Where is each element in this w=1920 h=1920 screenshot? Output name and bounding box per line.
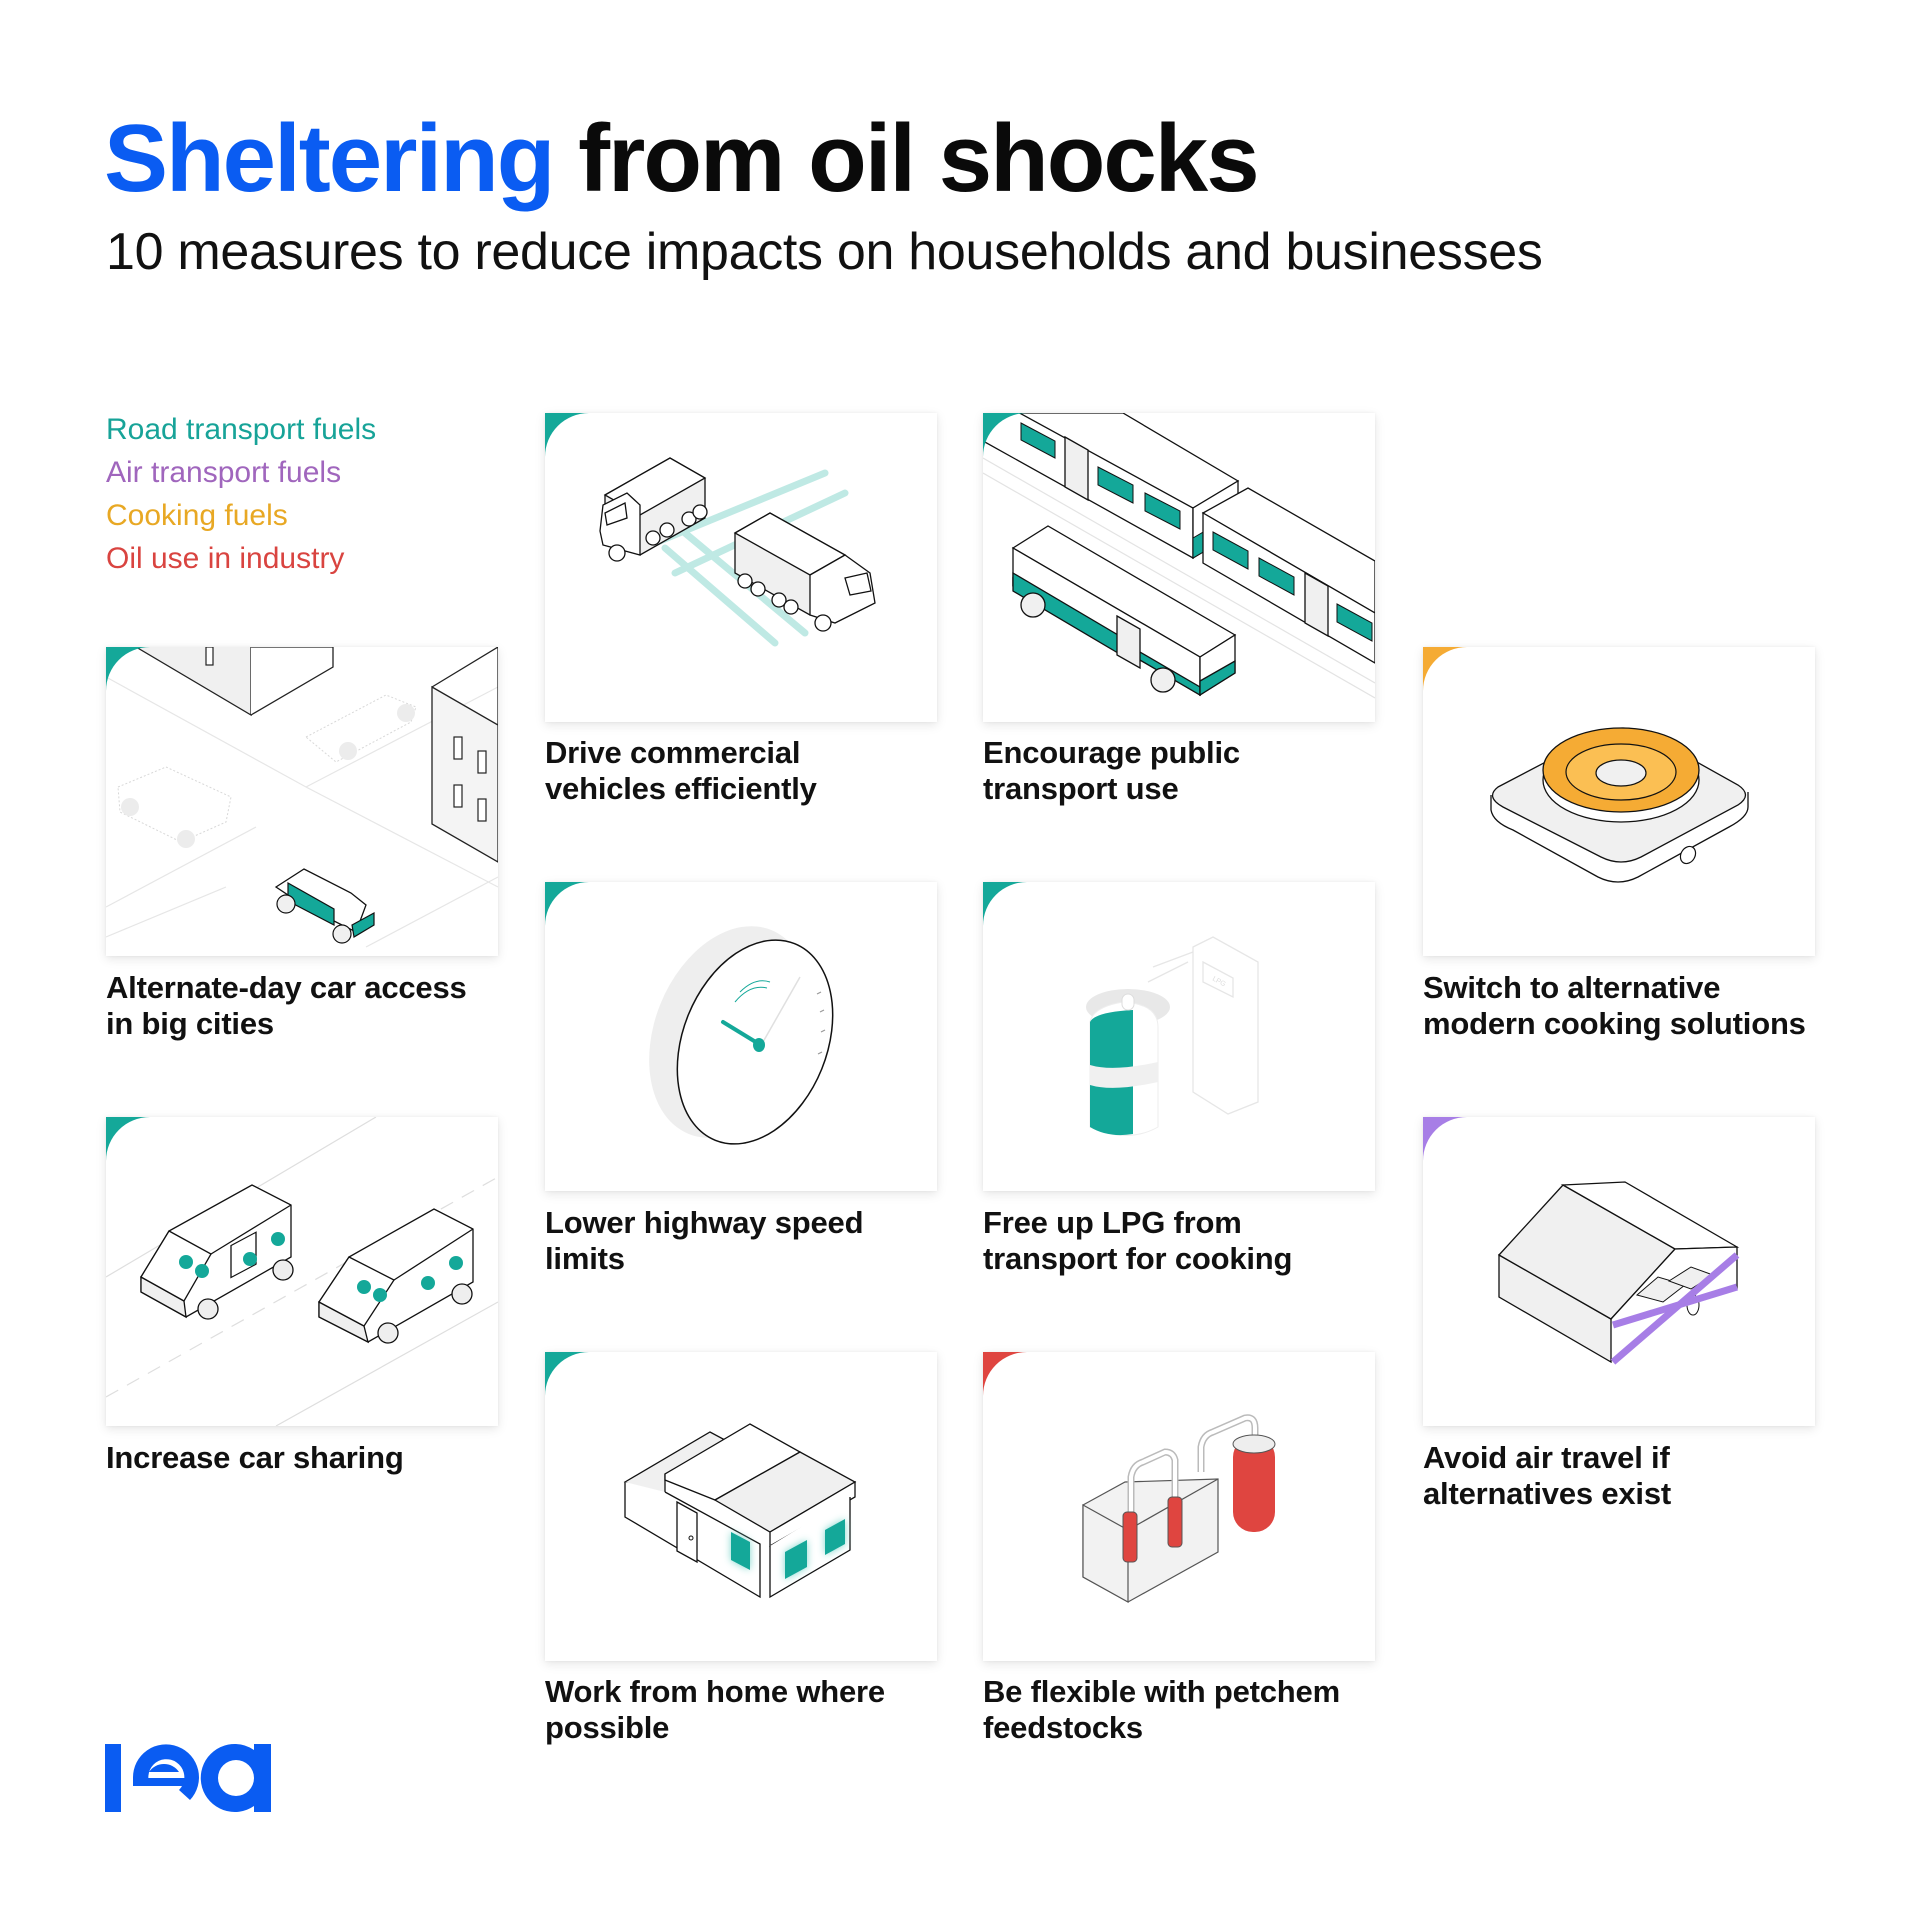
measure-label-car-sharing: Increase car sharing	[106, 1440, 526, 1476]
measure-label-air-travel: Avoid air travel if alternatives exist	[1423, 1440, 1843, 1512]
category-corner-road	[106, 647, 150, 691]
city-car-icon	[106, 647, 498, 948]
label-line-1: Drive commercial	[545, 735, 801, 770]
page-subtitle: 10 measures to reduce impacts on househo…	[106, 223, 1543, 281]
hangar-crossed-icon	[1497, 1181, 1740, 1365]
measure-card-public-transport	[983, 413, 1375, 722]
label-line-1: Increase car sharing	[106, 1440, 404, 1475]
legend-item-road: Road transport fuels	[106, 413, 377, 446]
label-line-2: modern cooking solutions	[1423, 1006, 1806, 1041]
bus-train-icon	[983, 413, 1375, 699]
label-line-1: Switch to alternative	[1423, 970, 1721, 1005]
petchem-plant-icon	[1082, 1414, 1276, 1604]
label-line-1: Be flexible with petchem	[983, 1674, 1340, 1709]
legend-item-air: Air transport fuels	[106, 456, 342, 489]
label-line-1: Lower highway speed	[545, 1205, 864, 1240]
legend-item-industry: Oil use in industry	[106, 542, 345, 575]
category-corner-road	[106, 1117, 150, 1161]
category-legend: Road transport fuels Air transport fuels…	[106, 408, 376, 580]
category-corner-road	[545, 882, 589, 926]
category-corner-road	[545, 1352, 589, 1396]
measure-label-drive-efficiently: Drive commercial vehicles efficiently	[545, 735, 965, 807]
measure-card-car-sharing	[106, 1117, 498, 1426]
iea-logo	[105, 1743, 271, 1812]
vans-icon	[106, 1117, 498, 1426]
measure-label-free-lpg: Free up LPG from transport for cooking	[983, 1205, 1403, 1277]
cooktop-icon	[1490, 727, 1749, 883]
category-corner-road	[545, 413, 589, 457]
measure-card-speed-limits	[545, 882, 937, 1191]
lpg-cylinder-icon: LPG	[1086, 936, 1259, 1136]
category-corner-industry	[983, 1352, 1027, 1396]
label-line-2: feedstocks	[983, 1710, 1143, 1745]
measure-card-drive-efficiently	[545, 413, 937, 722]
measure-label-alternate-day: Alternate-day car access in big cities	[106, 970, 526, 1042]
title-rest: from oil shocks	[578, 105, 1259, 212]
page-title: Sheltering from oil shocks	[104, 104, 1260, 214]
label-line-2: limits	[545, 1241, 625, 1276]
measure-label-public-transport: Encourage public transport use	[983, 735, 1403, 807]
measure-label-speed-limits: Lower highway speed limits	[545, 1205, 965, 1277]
label-line-1: Alternate-day car access	[106, 970, 467, 1005]
label-line-1: Encourage public	[983, 735, 1240, 770]
measure-label-petchem: Be flexible with petchem feedstocks	[983, 1674, 1403, 1746]
label-line-2: transport use	[983, 771, 1179, 806]
label-line-2: in big cities	[106, 1006, 274, 1041]
label-line-1: Free up LPG from	[983, 1205, 1242, 1240]
label-line-2: possible	[545, 1710, 670, 1745]
trucks-icon	[599, 457, 876, 647]
category-corner-road	[983, 882, 1027, 926]
measure-card-petchem	[983, 1352, 1375, 1661]
label-line-2: vehicles efficiently	[545, 771, 817, 806]
title-highlight: Sheltering	[104, 105, 555, 212]
label-line-2: alternatives exist	[1423, 1476, 1671, 1511]
house-icon	[623, 1423, 857, 1599]
measure-card-air-travel	[1423, 1117, 1815, 1426]
measure-label-cooking: Switch to alternative modern cooking sol…	[1423, 970, 1903, 1042]
category-corner-cooking	[1423, 647, 1467, 691]
speedometer-icon	[649, 926, 834, 1145]
legend-item-cooking: Cooking fuels	[106, 499, 288, 532]
measure-card-alternate-day	[106, 647, 498, 956]
label-line-1: Work from home where	[545, 1674, 885, 1709]
measure-card-cooking	[1423, 647, 1815, 956]
label-line-2: transport for cooking	[983, 1241, 1293, 1276]
measure-card-work-from-home	[545, 1352, 937, 1661]
category-corner-air	[1423, 1117, 1467, 1161]
measure-card-free-lpg: LPG	[983, 882, 1375, 1191]
label-line-1: Avoid air travel if	[1423, 1440, 1670, 1475]
measure-label-work-from-home: Work from home where possible	[545, 1674, 965, 1746]
category-corner-road	[983, 413, 1027, 457]
